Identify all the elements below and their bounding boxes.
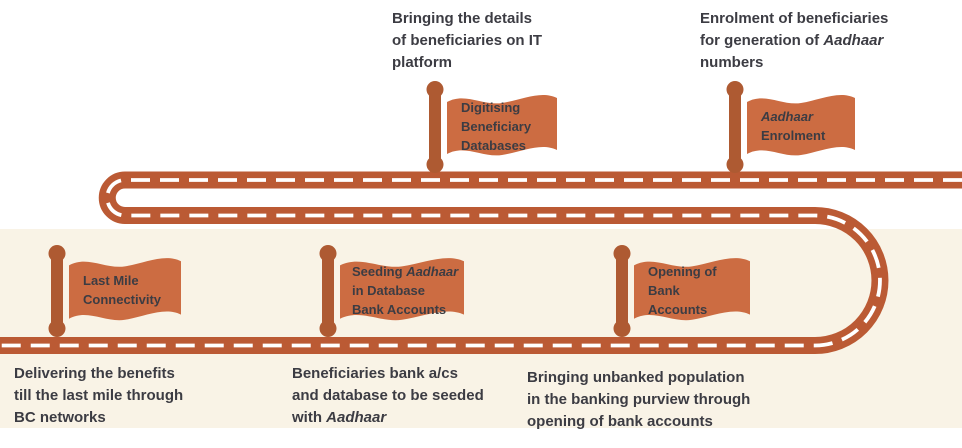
flag-pole-icon xyxy=(616,250,628,332)
flag-icon-seeding: Seeding Aadhaar in Database Bank Account… xyxy=(340,253,464,327)
flag-pole-icon xyxy=(729,86,741,168)
flag-pole-icon xyxy=(322,250,334,332)
caption-aadhaar-enrolment: Enrolment of beneficiaries for generatio… xyxy=(700,8,920,74)
caption-line: with Aadhaar xyxy=(292,409,387,426)
flag-label: Aadhaar Enrolment xyxy=(761,109,826,143)
flag-label: Opening of Bank Accounts xyxy=(648,263,717,317)
wavy-flag-icon xyxy=(634,258,750,321)
caption-line: till the last mile through xyxy=(14,387,184,404)
caption-line: for generation of Aadhaar xyxy=(700,32,884,49)
flag-label: Digitising Beneficiary Databases xyxy=(461,99,532,153)
caption-line: Delivering the benefits xyxy=(14,365,175,382)
flag-label: Seeding Aadhaar in Database Bank Account… xyxy=(352,263,459,317)
caption-seeding: Beneficiaries bank a/cs and database to … xyxy=(292,363,517,429)
flag-label: Last Mile Connectivity xyxy=(83,273,162,307)
caption-line: Beneficiaries bank a/cs xyxy=(292,365,458,382)
caption-digitising: Bringing the details of beneficiaries on… xyxy=(392,8,572,74)
wavy-flag-icon xyxy=(69,258,181,321)
flag-icon-last-mile: Last Mile Connectivity xyxy=(69,253,181,327)
wavy-flag-icon xyxy=(747,94,855,156)
caption-line: numbers xyxy=(700,54,764,71)
caption-line: Bringing unbanked population xyxy=(527,369,745,386)
flag-pole-icon xyxy=(51,250,63,332)
caption-line: in the banking purview through xyxy=(527,391,751,408)
caption-line: BC networks xyxy=(14,409,106,426)
caption-line: Enrolment of beneficiaries xyxy=(700,10,889,27)
caption-opening-accounts: Bringing unbanked population in the bank… xyxy=(527,367,767,433)
flag-icon-opening-accounts: Opening of Bank Accounts xyxy=(634,253,750,327)
caption-line: of beneficiaries on IT xyxy=(392,32,543,49)
caption-last-mile: Delivering the benefits till the last mi… xyxy=(14,363,224,429)
caption-line: Bringing the details xyxy=(392,10,533,27)
caption-line: opening of bank accounts xyxy=(527,413,713,430)
flag-icon-digitising: Digitising Beneficiary Databases xyxy=(447,90,557,162)
flag-pole-icon xyxy=(429,86,441,168)
wavy-flag-icon xyxy=(447,94,557,156)
road-centerline xyxy=(0,178,962,348)
caption-line: platform xyxy=(392,54,452,71)
flag-icon-aadhaar-enrolment: Aadhaar Enrolment xyxy=(747,90,855,162)
wavy-flag-icon xyxy=(340,258,464,321)
caption-line: and database to be seeded xyxy=(292,387,484,404)
